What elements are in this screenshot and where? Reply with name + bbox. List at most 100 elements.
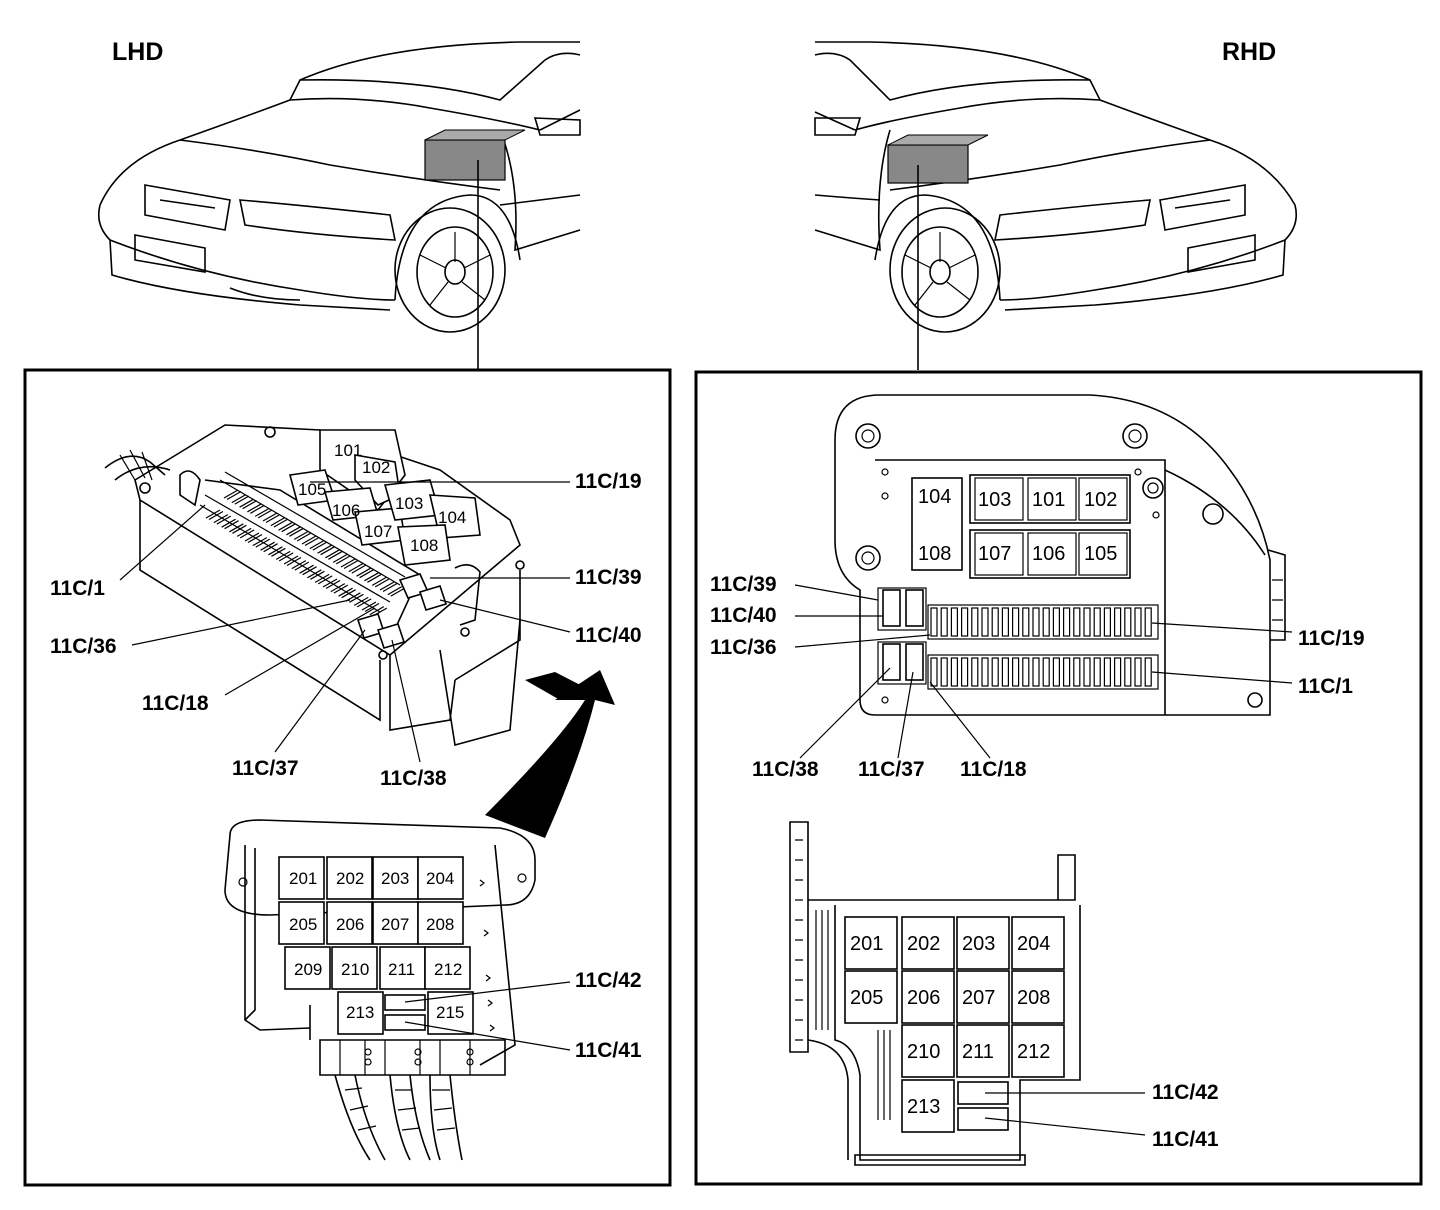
lhd-central-electrical-unit: 101 102 103 104 105 106 107 108 [104, 424, 525, 747]
lhd-relay-104: 104 [438, 508, 466, 527]
lhd-label-11c-40: 11C/40 [575, 624, 642, 647]
fuse-slot [1062, 607, 1071, 637]
fuse-slot [252, 537, 271, 548]
flip-arrow-icon [485, 670, 615, 838]
lhd-label-11c-42: 11C/42 [575, 969, 642, 992]
fuse-slot [971, 657, 979, 687]
lhd-relay-203: 203 [381, 869, 409, 888]
fuse-slot [278, 521, 296, 533]
rhd-relay-103: 103 [978, 489, 1011, 511]
lhd-label-11c-37: 11C/37 [232, 757, 299, 780]
fuse-slot [960, 607, 969, 637]
lhd-relay-102: 102 [362, 458, 390, 477]
lhd-relay-208: 208 [426, 915, 454, 934]
lhd-relay-205: 205 [289, 915, 317, 934]
rhd-label-11c-38: 11C/38 [752, 758, 819, 781]
fuse-slot [356, 567, 374, 579]
lhd-label-11c-18: 11C/18 [142, 692, 209, 715]
fuse-slot [236, 527, 255, 539]
rhd-relay-212: 212 [1017, 1041, 1050, 1063]
fuse-slot [1083, 657, 1091, 687]
fuse-slot [229, 523, 247, 534]
fuse-slot [353, 596, 372, 608]
fuse-slot [338, 587, 356, 599]
fuse-slot [213, 514, 232, 525]
fuse-slot [1032, 657, 1040, 687]
fuse-slot [930, 607, 938, 637]
lhd-relay-202: 202 [336, 869, 364, 888]
fuse-slot [221, 518, 239, 530]
fuse-slot [981, 657, 989, 687]
fuse-slot [346, 592, 364, 603]
fuse-slot [1062, 657, 1071, 687]
fuse-slot [1001, 657, 1010, 687]
lhd-label-11c-39: 11C/39 [575, 566, 642, 589]
rhd-label-11c-1: 11C/1 [1298, 675, 1353, 698]
rhd-header: RHD [1222, 38, 1276, 66]
rhd-label-11c-36: 11C/36 [710, 636, 777, 659]
lhd-label-11c-1: 11C/1 [50, 577, 105, 600]
fuse-slot [930, 657, 938, 687]
fuse-slot [940, 607, 948, 637]
fuse-slot [950, 607, 959, 637]
fuse-slot [1001, 607, 1010, 637]
rhd-label-11c-42: 11C/42 [1152, 1081, 1219, 1104]
fuse-slot [1103, 657, 1112, 687]
fuse-slot [307, 569, 325, 580]
fuse-slot [286, 526, 304, 537]
lhd-relay-105: 105 [298, 480, 326, 499]
fuse-slot [247, 503, 265, 514]
fuse-slot [991, 657, 999, 687]
fuse-slot [309, 540, 328, 551]
fuse-slot [291, 560, 310, 571]
lhd-label-11c-36: 11C/36 [50, 635, 117, 658]
fuse-slot [254, 507, 273, 519]
fuse-slot [270, 517, 289, 528]
fuse-slot [1134, 657, 1142, 687]
fuse-slot [275, 550, 294, 562]
lhd-label-11c-38: 11C/38 [380, 767, 447, 790]
fuse-slot [239, 498, 257, 510]
fuse-slot [1011, 657, 1020, 687]
fuse-slot [293, 530, 312, 542]
fuse-slot [1124, 607, 1132, 637]
rhd-relay-203: 203 [962, 933, 995, 955]
lhd-car-illustration [97, 41, 581, 333]
rhd-relay-207: 207 [962, 987, 995, 1009]
fuse-slot [960, 657, 969, 687]
lhd-relay-215: 215 [436, 1003, 464, 1022]
fuse-slot [971, 607, 979, 637]
fuse-slot [1052, 657, 1061, 687]
lhd-relay-101: 101 [334, 441, 362, 460]
fuse-slot [981, 607, 989, 637]
fuse-slot [1113, 657, 1122, 687]
rhd-label-11c-19: 11C/19 [1298, 627, 1365, 650]
rhd-label-11c-18: 11C/18 [960, 758, 1027, 781]
fuse-slot [379, 581, 398, 593]
lhd-relay-213: 213 [346, 1003, 374, 1022]
fuse-slot [1042, 607, 1050, 637]
fuse-slot [301, 535, 320, 547]
fuse-slot [1103, 607, 1112, 637]
lhd-relay-106: 106 [332, 501, 360, 520]
rhd-relay-208: 208 [1017, 987, 1050, 1009]
lhd-relay-210: 210 [341, 960, 369, 979]
fuse-slot [1113, 607, 1122, 637]
lhd-relay-box-underside: 201 202 203 204 205 206 207 208 209 210 … [224, 819, 536, 1161]
fuse-slot [1083, 607, 1091, 637]
fuse-slot [1042, 657, 1050, 687]
fuse-slot [1052, 607, 1061, 637]
lhd-header: LHD [112, 38, 163, 66]
rhd-car-illustration [814, 41, 1298, 333]
fuse-slot [268, 546, 286, 557]
fuse-slot [940, 657, 948, 687]
fuse-slot [1124, 657, 1132, 687]
lhd-relay-103: 103 [395, 494, 423, 513]
rhd-relay-211: 211 [962, 1041, 994, 1063]
fuse-slot [371, 576, 390, 588]
rhd-label-11c-39: 11C/39 [710, 573, 777, 596]
lhd-relay-211: 211 [388, 960, 415, 979]
rhd-panel [694, 370, 1423, 1186]
rhd-label-11c-41: 11C/41 [1152, 1128, 1219, 1151]
rhd-relay-206: 206 [907, 987, 940, 1009]
